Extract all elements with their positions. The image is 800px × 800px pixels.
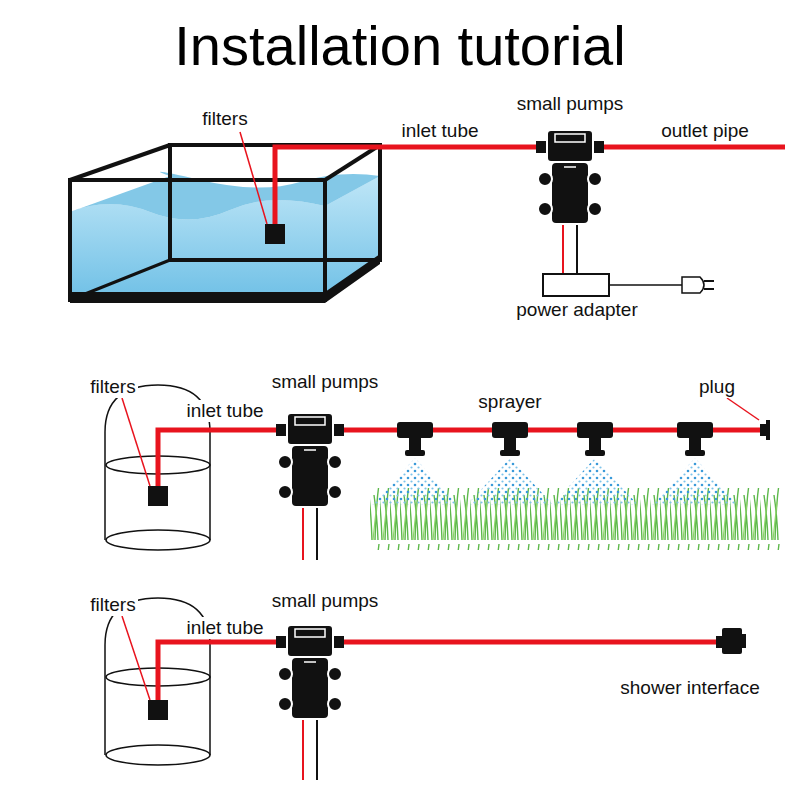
part-label: inlet tube <box>184 400 265 422</box>
wire <box>562 224 564 274</box>
part-label: inlet tube <box>184 617 265 639</box>
shower-connector <box>716 628 746 654</box>
part-label: plug <box>697 376 737 398</box>
part-label: outlet pipe <box>659 120 751 142</box>
pump <box>536 130 604 224</box>
outlet-pipe <box>342 640 718 645</box>
part-label: sprayer <box>476 391 543 413</box>
tank <box>70 145 380 303</box>
inlet-tube <box>158 642 278 702</box>
cord <box>609 284 682 286</box>
leader-line <box>122 398 150 486</box>
part-label: inlet tube <box>399 120 480 142</box>
part-label: shower interface <box>618 677 761 699</box>
part-label: small pumps <box>515 93 626 115</box>
plug-icon <box>682 277 714 293</box>
part-label: small pumps <box>270 371 381 393</box>
part-label: power adapter <box>514 299 639 321</box>
part-label: filters <box>200 108 249 130</box>
inlet-tube <box>158 430 278 488</box>
sprayer-tee <box>397 422 713 456</box>
part-label: small pumps <box>270 590 381 612</box>
filter <box>148 700 168 720</box>
outlet-pipe <box>602 145 785 150</box>
wire <box>316 507 318 560</box>
pump <box>276 625 344 719</box>
leader-line <box>122 616 150 700</box>
spray <box>372 458 738 505</box>
part-label: filters <box>88 376 137 398</box>
wire <box>302 507 304 560</box>
wire <box>302 719 304 780</box>
leader-line <box>727 398 759 420</box>
power-adapter-box <box>543 274 609 296</box>
inlet-tube <box>275 147 538 232</box>
pump <box>276 413 344 507</box>
wire <box>316 719 318 780</box>
title: Installation tutorial <box>174 14 625 78</box>
part-label: filters <box>88 594 137 616</box>
filter <box>148 486 168 506</box>
wire <box>576 224 578 274</box>
leader-line <box>240 132 267 224</box>
filter <box>265 224 285 244</box>
end-plug <box>760 420 770 440</box>
